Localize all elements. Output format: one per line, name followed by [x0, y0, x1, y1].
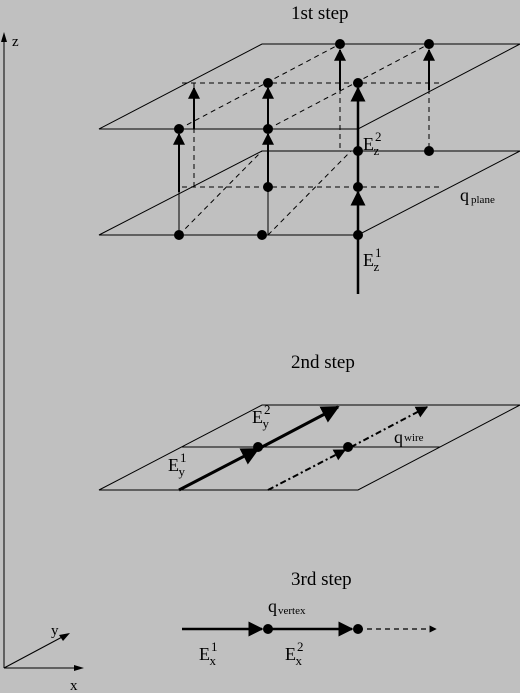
- step2-plane: [98, 404, 520, 491]
- y-axis-arrowhead: [59, 633, 70, 641]
- node: [343, 442, 353, 452]
- node: [353, 182, 363, 192]
- step3-title: 3rd step: [291, 569, 352, 590]
- node: [263, 124, 273, 134]
- y-axis: [3, 635, 65, 669]
- step1-title: 1st step: [291, 3, 349, 24]
- ey2-arrow: [261, 405, 340, 449]
- node: [257, 230, 267, 240]
- node: [353, 230, 363, 240]
- z-axis-label: z: [12, 34, 19, 50]
- node: [174, 124, 184, 134]
- node: [174, 230, 184, 240]
- node: [353, 78, 363, 88]
- grid-line: [267, 43, 430, 130]
- node: [263, 624, 273, 634]
- y-axis-label: y: [51, 623, 59, 639]
- node: [353, 624, 363, 634]
- node: [335, 39, 345, 49]
- q-wire-label: qwire: [394, 427, 424, 447]
- step1-field-arrows: [173, 48, 435, 294]
- node: [263, 182, 273, 192]
- q-vertex-label: qvertex: [268, 596, 306, 617]
- node: [424, 39, 434, 49]
- coordinate-axes: [1, 32, 84, 671]
- wire-plane: [98, 404, 520, 491]
- grid-line: [178, 150, 263, 236]
- node: [263, 78, 273, 88]
- node: [353, 146, 363, 156]
- ey1-arrow: [178, 447, 260, 492]
- step1-nodes: [174, 39, 434, 240]
- node: [253, 442, 263, 452]
- step1-planes: [98, 43, 520, 236]
- ey-arrow-dashed: [267, 449, 347, 491]
- ey-arrow-dashed: [350, 406, 429, 448]
- grid-line: [267, 150, 352, 236]
- step2-field-arrows: [178, 405, 429, 492]
- upper-plane: [98, 43, 520, 130]
- x-axis-label: x: [70, 678, 78, 693]
- node: [424, 146, 434, 156]
- grid-line: [178, 43, 341, 130]
- step2-title: 2nd step: [291, 352, 355, 373]
- lower-plane: [98, 150, 520, 236]
- z-axis-arrowhead: [1, 32, 7, 42]
- x-axis-arrowhead: [74, 665, 84, 671]
